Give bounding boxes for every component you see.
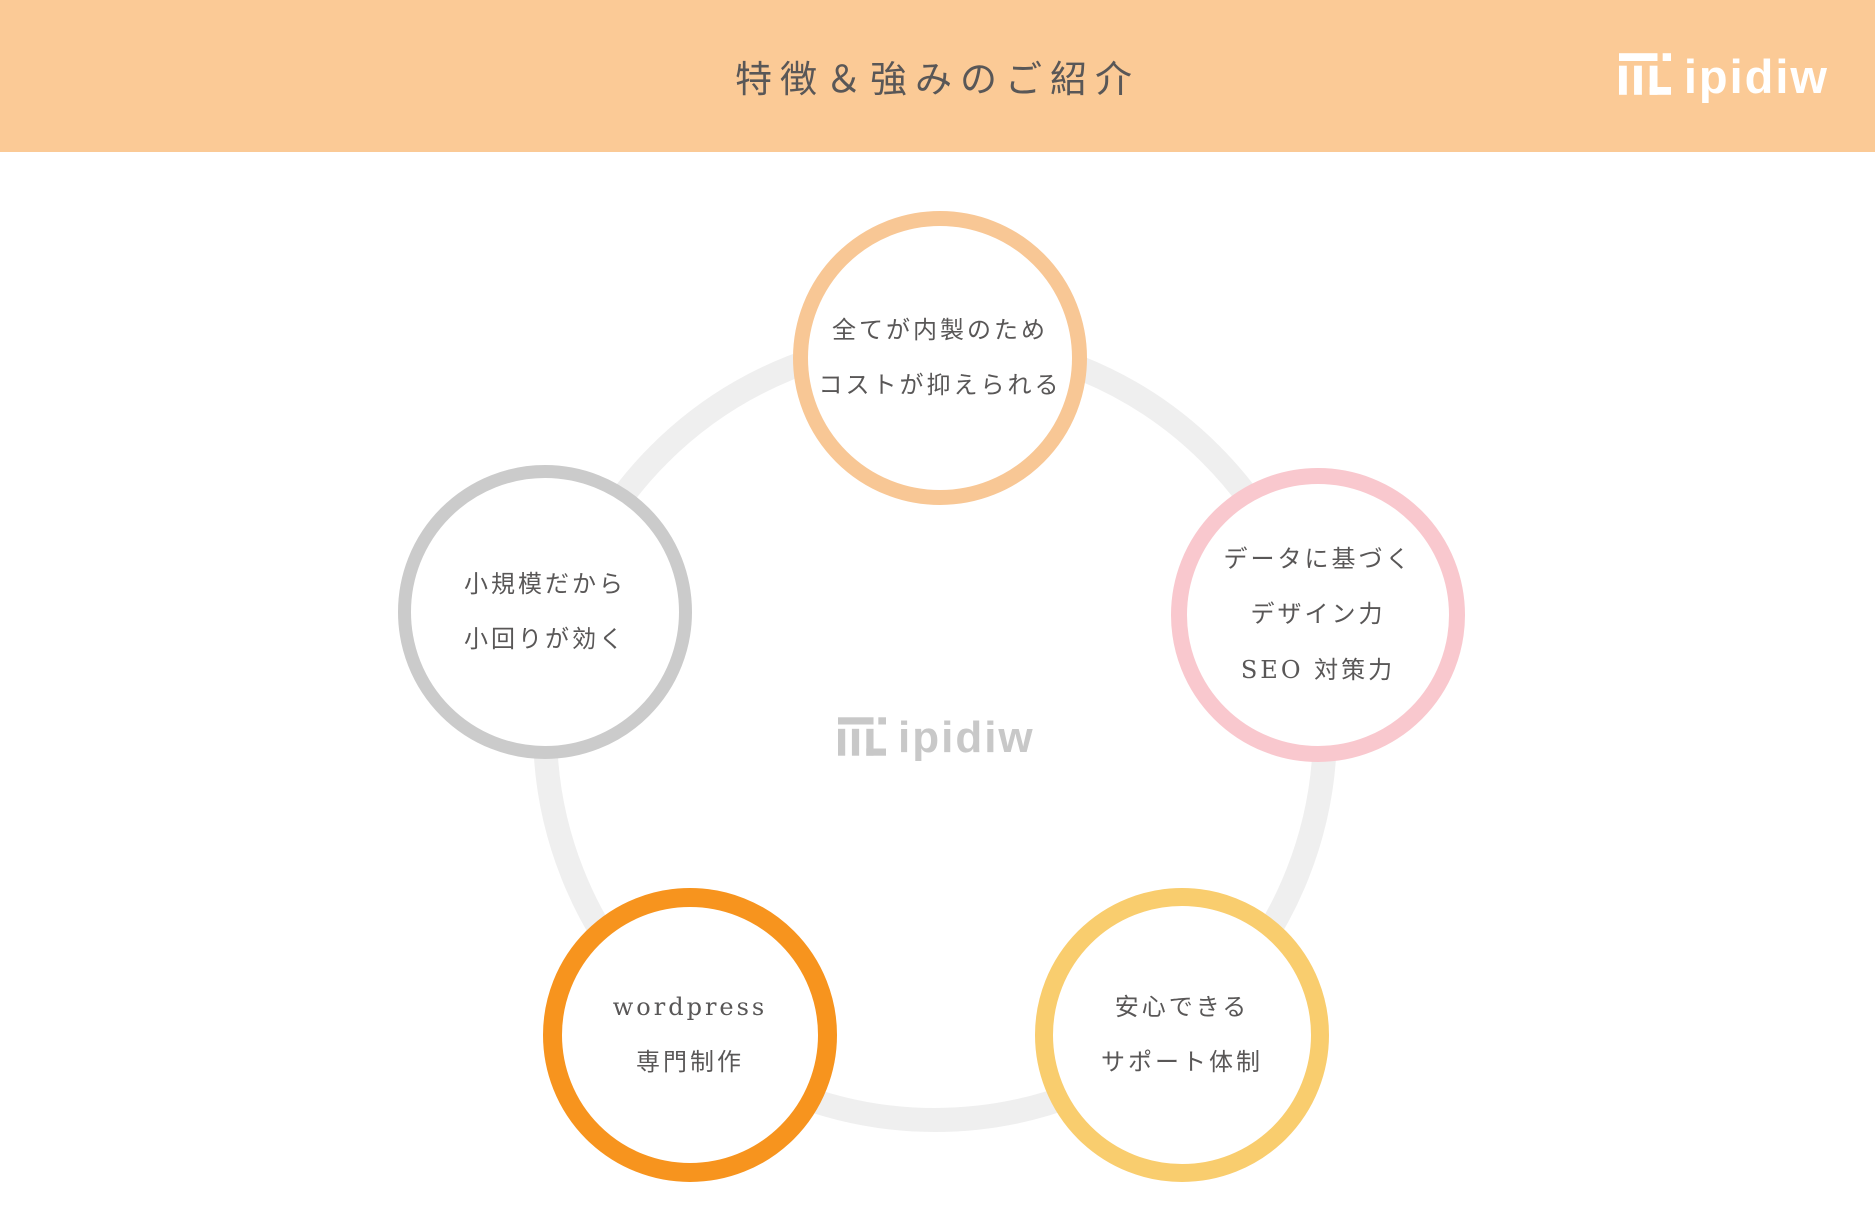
- header-banner: 特徴＆強みのご紹介 ipidiw: [0, 0, 1875, 152]
- center-watermark-logo: ipidiw: [838, 716, 1035, 760]
- page-title: 特徴＆強みのご紹介: [735, 59, 1140, 100]
- feature-circle-all-in-house-cost: 全てが内製のため コストが抑えられる: [793, 211, 1087, 505]
- ipidiw-logo-text: ipidiw: [1683, 50, 1829, 103]
- feature-circle-support-system: 安心できる サポート体制: [1035, 888, 1329, 1182]
- feature-text-line: 小回りが効く: [464, 625, 626, 653]
- feature-text-line: コストが抑えられる: [818, 371, 1062, 399]
- ipidiw-watermark-text: ipidiw: [898, 713, 1035, 762]
- feature-circle-data-design-seo: データに基づく デザイン力 SEO 対策力: [1171, 468, 1465, 762]
- feature-text-line: データに基づく: [1223, 545, 1413, 574]
- feature-circle-small-scale-agility: 小規模だから 小回りが効く: [398, 465, 692, 759]
- ipidiw-logo-icon: [1618, 53, 1671, 95]
- brand-logo: ipidiw: [1618, 50, 1829, 103]
- feature-text-line: wordpress: [612, 992, 768, 1021]
- features-diagram: 全てが内製のため コストが抑えられる データに基づく デザイン力 SEO 対策力…: [0, 152, 1875, 1209]
- feature-text-line: サポート体制: [1101, 1048, 1263, 1076]
- feature-circle-wordpress-production: wordpress 専門制作: [543, 888, 837, 1182]
- feature-text-line: デザイン力: [1250, 600, 1386, 629]
- feature-text-line: 安心できる: [1114, 992, 1250, 1021]
- feature-text-line: 専門制作: [636, 1048, 744, 1076]
- feature-text-line: 全てが内製のため: [832, 315, 1048, 344]
- feature-text-line: SEO 対策力: [1240, 655, 1396, 684]
- ipidiw-logo-icon: [838, 717, 886, 756]
- feature-text-line: 小規模だから: [464, 569, 626, 598]
